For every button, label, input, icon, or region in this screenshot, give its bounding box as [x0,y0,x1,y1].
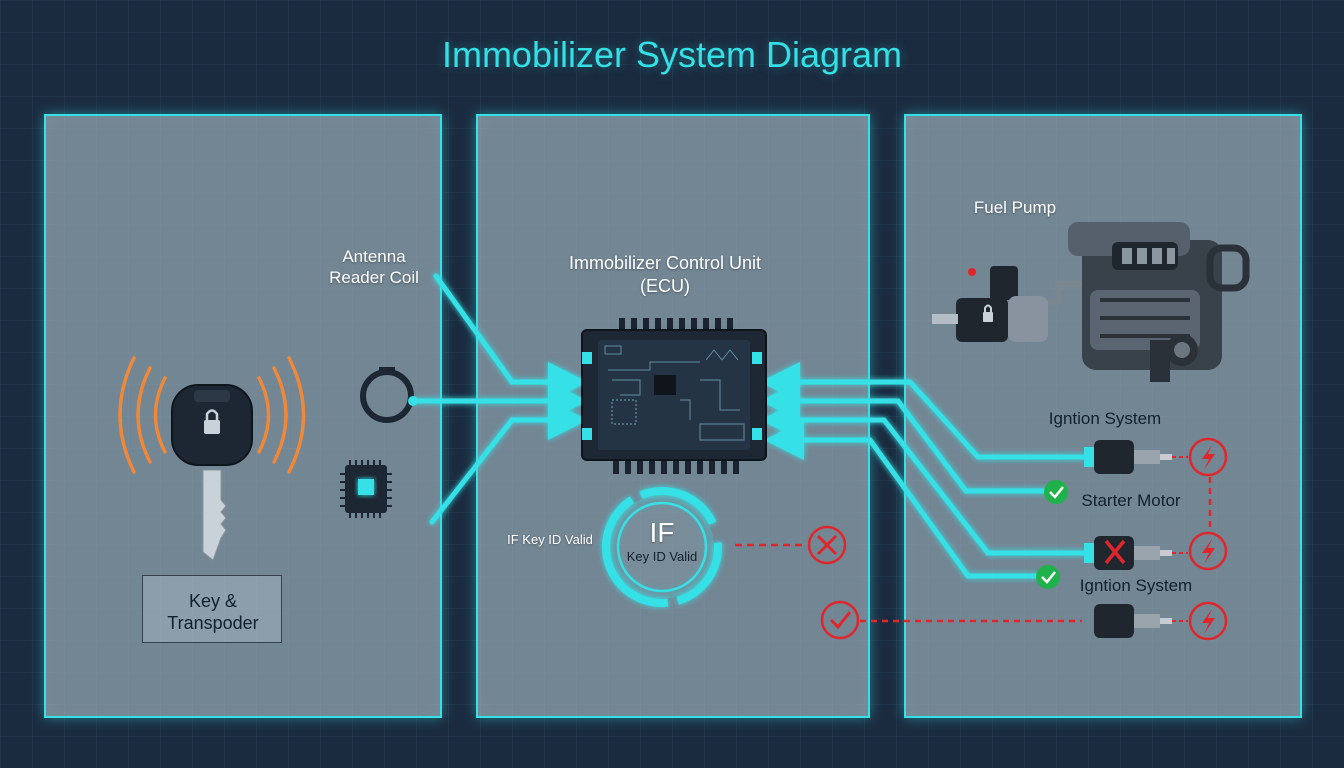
checkmark-icon [1044,480,1068,504]
x-mark-icon [807,525,847,565]
lightning-bolt-icon [1188,601,1228,641]
fuel-pump-label: Fuel Pump [973,198,1057,217]
ecu-label-line2: (ECU) [640,276,690,296]
key-label-line1: Key & [188,591,238,611]
ignition-system-label-bottom: Igntion System [1079,576,1193,595]
key-label-line2: Transpoder [167,613,259,633]
injector-icon [1084,440,1188,474]
lightning-bolt-icon [1188,531,1228,571]
checkmark-icon [1036,565,1060,589]
injector-icon [1094,604,1188,638]
ecu-label-line1: Immobilizer Control Unit [568,253,762,273]
engine-icon [932,222,1250,382]
key-label-box [142,575,282,643]
ignition-system-label-top: Igntion System [1048,409,1162,428]
rf-signal-waves-icon [118,356,306,474]
lightning-bolt-icon [1188,437,1228,477]
transponder-chip-icon [340,460,392,518]
if-condition-ring [602,487,722,607]
antenna-label-line1: Antenna [342,247,406,266]
if-label: IF [649,517,675,548]
signal-lines [413,273,1087,579]
if-key-id-valid-label: IF Key ID Valid [507,532,593,547]
car-key-with-lock-icon [171,384,253,561]
page-title: Immobilizer System Diagram [441,34,903,75]
starter-motor-label: Starter Motor [1081,491,1181,510]
injector-icon [1084,536,1188,570]
key-id-valid-label: Key ID Valid [626,549,698,564]
antenna-coil-icon [360,367,418,423]
x-mark-icon [1104,539,1126,565]
checkmark-icon [820,600,860,640]
antenna-label-line2: Reader Coil [329,268,419,287]
ecu-module-icon [581,318,767,474]
